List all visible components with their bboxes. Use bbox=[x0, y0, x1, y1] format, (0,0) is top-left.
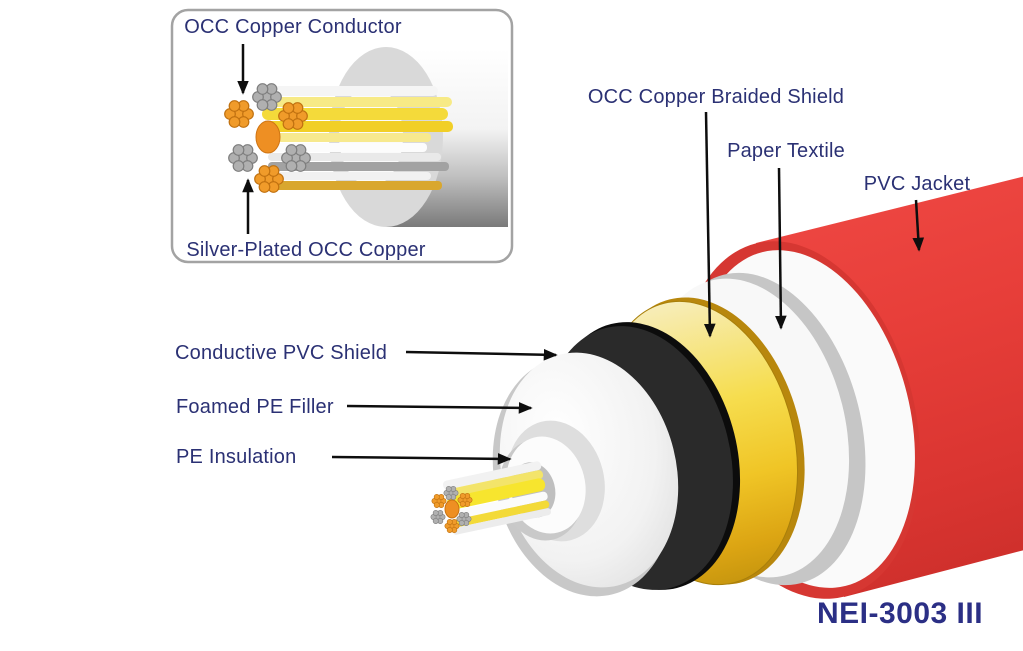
label-occ-copper-braided-shield: OCC Copper Braided Shield bbox=[587, 86, 845, 108]
inset-conductor-bundles bbox=[224, 83, 311, 193]
arrow-foamed-pe bbox=[346, 402, 533, 414]
inset-detail-box bbox=[170, 8, 514, 264]
label-occ-copper-conductor: OCC Copper Conductor bbox=[184, 16, 402, 38]
model-number: NEI-3003 III bbox=[816, 597, 984, 630]
cable-conductor bbox=[430, 461, 551, 535]
label-pe-insulation: PE Insulation bbox=[176, 446, 297, 468]
label-paper-textile: Paper Textile bbox=[727, 140, 845, 162]
cable-cutaway bbox=[430, 176, 1023, 599]
label-pvc-jacket: PVC Jacket bbox=[863, 173, 971, 195]
inset-strands bbox=[262, 86, 453, 190]
callout-arrows bbox=[331, 111, 925, 465]
label-foamed-pe-filler: Foamed PE Filler bbox=[176, 396, 334, 418]
label-conductive-pvc-shield: Conductive PVC Shield bbox=[175, 342, 388, 364]
arrow-conductive-shield bbox=[405, 348, 558, 361]
label-silver-plated-occ-copper: Silver-Plated OCC Copper bbox=[186, 239, 426, 261]
arrow-paper-textile bbox=[775, 167, 787, 330]
arrow-pvc-jacket bbox=[912, 199, 925, 252]
arrow-pe-insulation bbox=[331, 453, 512, 465]
arrow-braided-shield bbox=[703, 111, 716, 338]
